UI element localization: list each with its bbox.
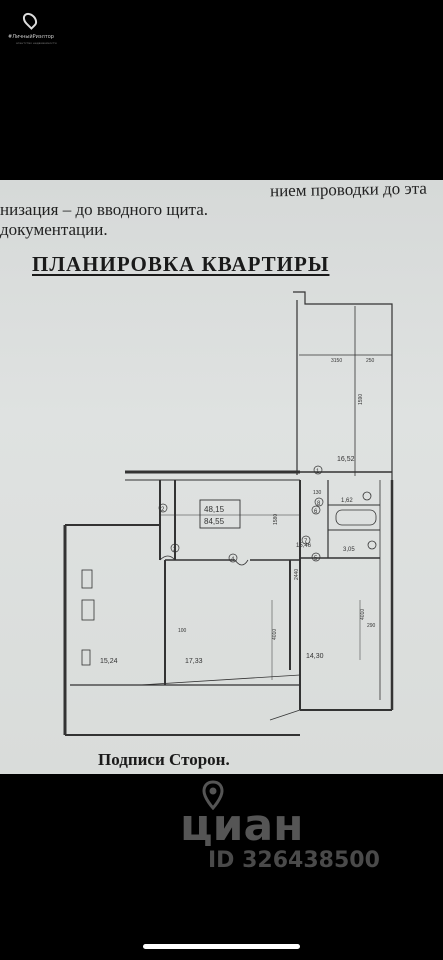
dimension-label: 100 [178,628,187,634]
document-text-line-2: низация – до вводного щита. [0,200,208,219]
plan-marker: 3 [173,547,177,553]
room-area-right: 14,30 [306,653,324,660]
cian-logo: циан [180,800,304,851]
room-area-wc: 3,05 [343,547,355,553]
plan-marker: 1 [316,469,320,475]
dimension-label: 1580 [273,514,279,525]
agency-logo: #ЛичныйРиэлтор агентство недвижимости [8,8,57,48]
dimension-label: 1590 [358,394,364,405]
dimension-label: 3150 [331,358,342,364]
plan-marker: 5 [314,556,318,562]
plan-title: ПЛАНИРОВКА КВАРТИРЫ [32,252,330,276]
location-pin-icon [20,10,40,30]
room-area-bath: 1,62 [341,498,353,504]
dimension-label: 2440 [294,569,300,580]
room-area-left: 15,24 [100,658,118,665]
plan-marker: 8 [317,501,321,507]
room-area-hall: 15,46 [296,543,312,549]
dimension-label: 250 [366,358,375,364]
plan-marker: 2 [161,507,165,513]
agency-tagline: агентство недвижимости [16,41,57,45]
dimension-label: 130 [313,490,322,496]
floor-plan-drawing: 1 2 3 4 5 6 7 8 48,15 84,55 16,52 1,62 3… [63,291,394,736]
room-area-middle: 17,33 [185,658,203,665]
location-pin-icon [202,780,224,810]
plan-marker: 7 [304,539,308,545]
plan-marker: 4 [231,557,235,563]
signatures-caption: Подписи Сторон. [98,750,230,769]
dimension-label: 4010 [272,629,278,640]
document-text-line-3: документации. [0,220,108,239]
floor-plan-photo: нием проводки до эта низация – до вводно… [0,180,443,774]
home-indicator[interactable] [143,944,300,949]
cian-watermark: циан ID 326438500 [180,780,410,880]
plan-marker: 6 [314,509,318,515]
dimension-label: 290 [367,623,376,629]
listing-id: ID 326438500 [208,848,380,873]
agency-name: #ЛичныйРиэлтор [8,34,54,40]
dimension-label: 4010 [360,609,366,620]
room-area-balcony: 16,52 [337,456,355,463]
living-area-label: 84,55 [204,517,225,526]
total-area-label: 48,15 [204,505,225,514]
